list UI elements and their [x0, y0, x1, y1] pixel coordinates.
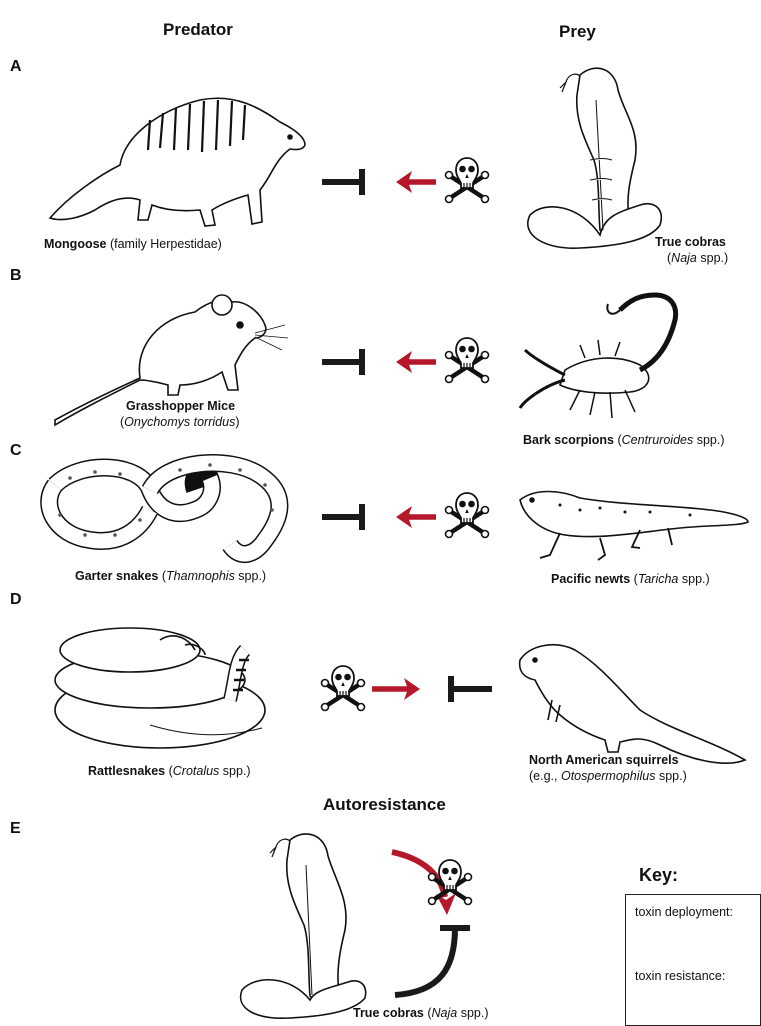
toxin-resistance-symbol-b	[322, 349, 362, 375]
toxin-resistance-symbol-d	[451, 676, 492, 702]
toxin-resistance-symbol-a	[322, 169, 362, 195]
skull-crossbones-icon	[446, 158, 489, 203]
caption-mongoose: Mongoose (family Herpestidae)	[44, 236, 222, 252]
toxin-resistance-symbol-e	[395, 928, 470, 995]
skull-crossbones-icon	[322, 666, 365, 711]
caption-true-cobras-a: True cobras	[655, 234, 726, 250]
key-resistance-label: toxin resistance:	[635, 969, 725, 983]
skull-crossbones-icon	[446, 338, 489, 383]
toxin-deployment-arrow-a	[396, 171, 436, 193]
key-deployment-label: toxin deployment:	[635, 905, 733, 919]
key-title: Key:	[639, 865, 678, 886]
caption-true-cobras-e: True cobras (Naja spp.)	[353, 1005, 489, 1021]
toxin-resistance-symbol-c	[322, 504, 362, 530]
toxin-deployment-arrow-c	[396, 506, 436, 528]
cobra-illustration	[528, 68, 662, 248]
toxin-deployment-arrow-d	[372, 678, 420, 700]
caption-otospermophilus: (e.g., Otospermophilus spp.)	[529, 768, 687, 784]
key-box: toxin deployment: toxin resistance:	[625, 894, 761, 1026]
skull-crossbones-icon	[446, 493, 489, 538]
mongoose-illustration	[50, 98, 305, 226]
caption-rattlesnakes: Rattlesnakes (Crotalus spp.)	[88, 763, 251, 779]
squirrel-illustration	[520, 645, 745, 763]
caption-garter-snakes: Garter snakes (Thamnophis spp.)	[75, 568, 266, 584]
toxin-deployment-arrow-b	[396, 351, 436, 373]
garter-snake-illustration	[49, 463, 279, 554]
caption-naja-a: (Naja spp.)	[667, 250, 728, 266]
newt-illustration	[520, 492, 748, 561]
caption-grasshopper-mice: Grasshopper Mice	[126, 398, 235, 414]
rattlesnake-illustration	[55, 628, 265, 748]
caption-pacific-newts: Pacific newts (Taricha spp.)	[551, 571, 710, 587]
caption-north-american-squirrels: North American squirrels	[529, 752, 679, 768]
caption-bark-scorpions: Bark scorpions (Centruroides spp.)	[523, 432, 725, 448]
caption-onychomys: (Onychomys torridus)	[120, 414, 240, 430]
scorpion-illustration	[520, 295, 676, 418]
cobra-autoresistance-illustration	[241, 834, 366, 1018]
